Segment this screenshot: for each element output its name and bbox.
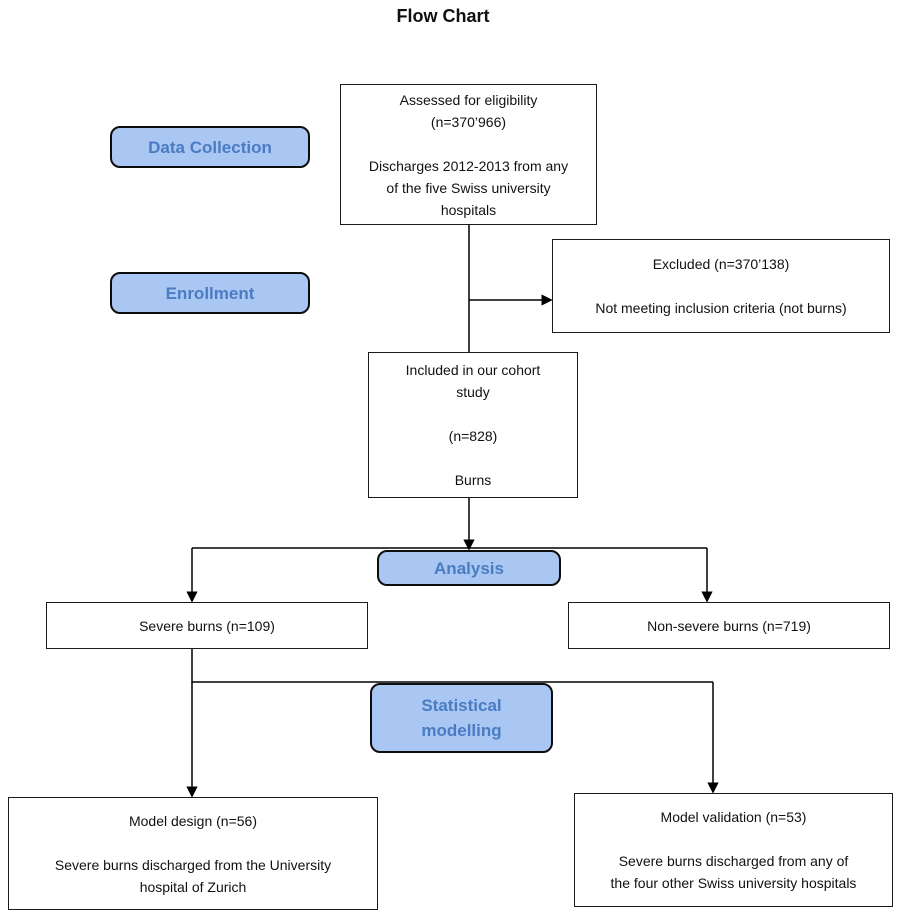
box-model-design: Model design (n=56) Severe burns dischar… xyxy=(8,797,378,910)
page-title: Flow Chart xyxy=(396,6,490,26)
box-excluded: Excluded (n=370’138) Not meeting inclusi… xyxy=(552,239,890,333)
stage-label-data-collection: Data Collection xyxy=(110,126,310,168)
stage-label-statistical-modelling: Statistical modelling xyxy=(370,683,553,753)
box-non-severe-burns: Non-severe burns (n=719) xyxy=(568,602,890,649)
stage-label-enrollment: Enrollment xyxy=(110,272,310,314)
stage-label-analysis: Analysis xyxy=(377,550,561,586)
box-assessed-eligibility: Assessed for eligibility (n=370’966) Dis… xyxy=(340,84,597,225)
box-severe-burns: Severe burns (n=109) xyxy=(46,602,368,649)
box-included-cohort: Included in our cohort study (n=828) Bur… xyxy=(368,352,578,498)
box-model-validation: Model validation (n=53) Severe burns dis… xyxy=(574,793,893,907)
